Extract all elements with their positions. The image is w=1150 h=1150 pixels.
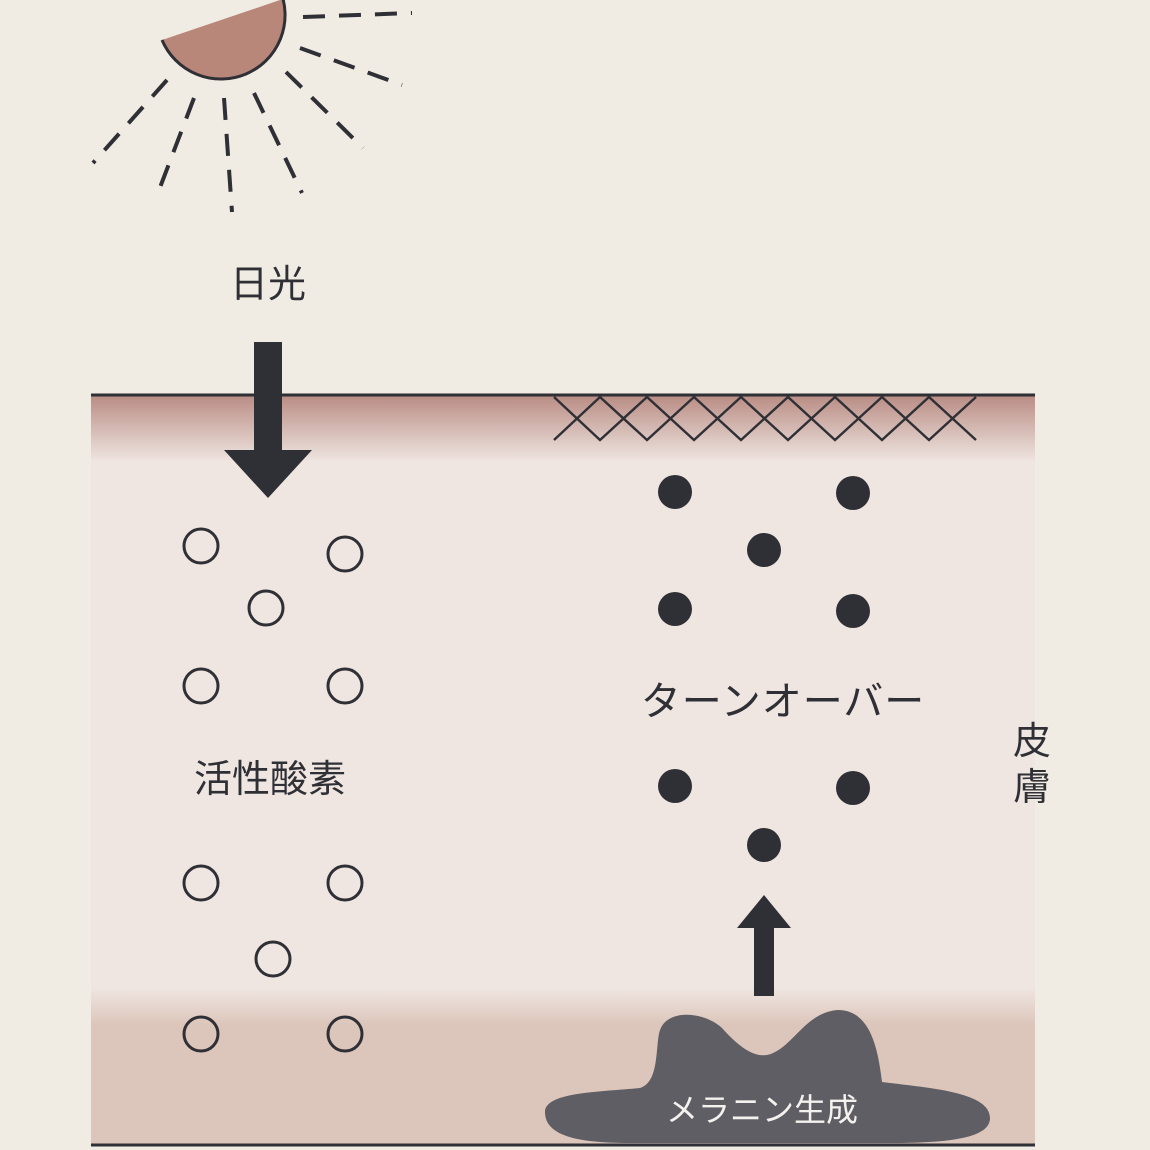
filled-circle-icon xyxy=(658,475,692,509)
hollow-circle-icon xyxy=(326,1015,364,1053)
filled-circle-icon xyxy=(747,828,781,862)
filled-circle-icon xyxy=(658,769,692,803)
skin-label: 皮膚 xyxy=(1013,719,1052,810)
skin-layer xyxy=(91,394,1035,1146)
hollow-circle-icon xyxy=(326,864,364,902)
hollow-circle-icon xyxy=(326,667,364,705)
filled-circle-icon xyxy=(836,771,870,805)
reactive-oxygen-particles xyxy=(182,527,364,1053)
melanin-blob xyxy=(545,1010,990,1143)
hollow-circle-icon xyxy=(254,940,292,978)
hollow-circle-icon xyxy=(182,667,220,705)
reactive-oxygen-label: 活性酸素 xyxy=(193,757,347,801)
hollow-circle-icon xyxy=(182,1015,220,1053)
cross-hatch-icon xyxy=(553,395,977,442)
arrow-up-icon xyxy=(737,895,791,996)
sunlight-label: 日光 xyxy=(229,262,307,306)
arrow-down-icon xyxy=(224,342,312,498)
turnover-label: ターンオーバー xyxy=(640,679,926,725)
hollow-circle-icon xyxy=(247,589,285,627)
filled-circle-icon xyxy=(658,592,692,626)
hollow-circle-icon xyxy=(182,527,220,565)
filled-circle-icon xyxy=(836,476,870,510)
melanin-production-label: メラニン生成 xyxy=(665,1091,859,1129)
sun-icon xyxy=(160,0,287,81)
sun-rays xyxy=(91,11,413,213)
hollow-circle-icon xyxy=(326,535,364,573)
hollow-circle-icon xyxy=(182,864,220,902)
filled-circle-icon xyxy=(747,533,781,567)
melanin-particles xyxy=(658,475,870,862)
filled-circle-icon xyxy=(836,594,870,628)
